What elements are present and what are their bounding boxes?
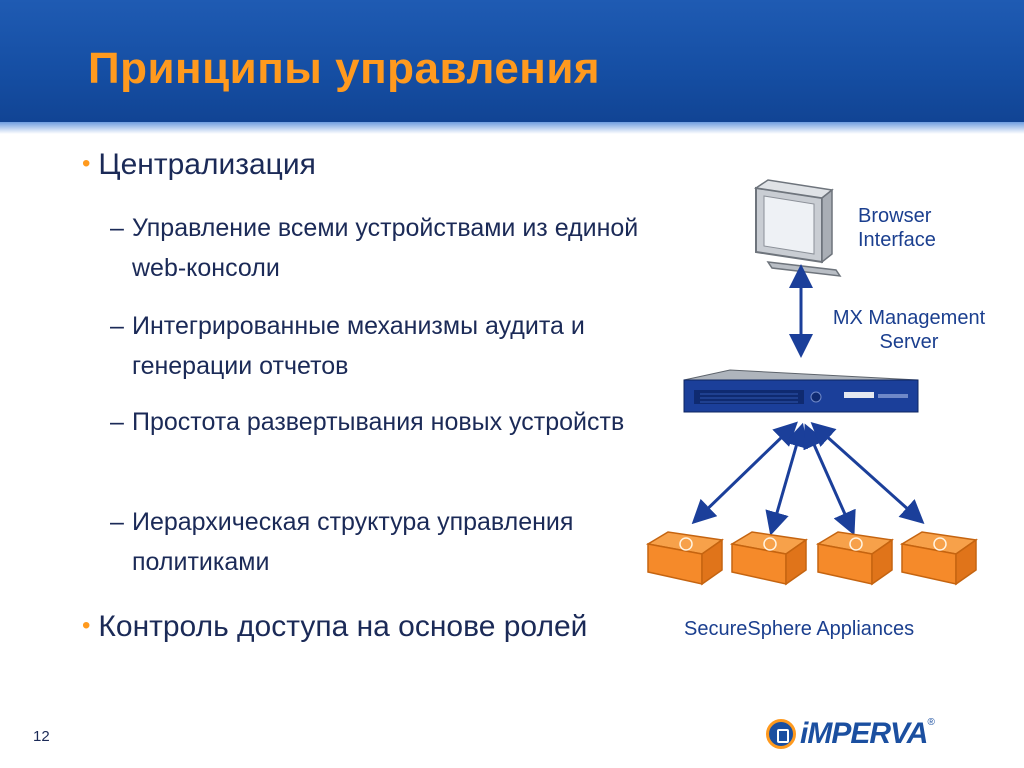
imperva-logo: iMPERVA ® bbox=[766, 716, 935, 752]
bullet-text: Централизация bbox=[98, 148, 316, 181]
bullet-dot-icon: • bbox=[82, 150, 91, 177]
title-bar-stripe bbox=[0, 122, 1024, 134]
sub-bullet-3: –Простота развертывания новых устройств bbox=[110, 402, 632, 442]
bullet-text: Контроль доступа на основе ролей bbox=[98, 610, 588, 643]
browser-interface-label: Browser Interface bbox=[858, 204, 936, 252]
label-line: MX Management bbox=[832, 307, 986, 329]
dash-icon: – bbox=[110, 508, 124, 536]
appliance-icon bbox=[729, 531, 808, 586]
appliance-icon bbox=[815, 531, 894, 586]
sub-bullet-text: Простота развертывания новых устройств bbox=[132, 408, 625, 436]
connection-arrow bbox=[691, 421, 798, 525]
label-line: Interface bbox=[858, 229, 936, 251]
connection-arrow bbox=[765, 422, 808, 536]
mx-server-label: MX Management Server bbox=[818, 306, 1000, 354]
bullet-centralization: • Централизация bbox=[82, 148, 316, 182]
connection-arrow bbox=[810, 421, 925, 525]
dash-icon: – bbox=[110, 408, 124, 436]
sub-bullet-1: –Управление всеми устройствами из единой… bbox=[110, 208, 652, 288]
logo-text: iMPERVA bbox=[800, 717, 928, 750]
bullet-dot-icon: • bbox=[82, 612, 91, 639]
label-line: Browser bbox=[858, 205, 932, 227]
bullet-role-access: • Контроль доступа на основе ролей bbox=[82, 610, 587, 644]
slide-title: Принципы управления bbox=[88, 44, 601, 93]
monitor-icon bbox=[753, 179, 842, 277]
appliance-icon bbox=[645, 531, 724, 586]
appliances-label: SecureSphere Appliances bbox=[684, 618, 915, 640]
label-line: Server bbox=[879, 331, 939, 353]
sub-bullet-4: –Иерархическая структура управления поли… bbox=[110, 502, 677, 582]
page-number: 12 bbox=[33, 728, 50, 745]
server-icon bbox=[683, 369, 919, 413]
title-bar bbox=[0, 0, 1024, 122]
sub-bullet-text: Управление всеми устройствами из единой … bbox=[132, 214, 639, 282]
logo-registered-mark: ® bbox=[927, 716, 935, 728]
appliance-icon bbox=[899, 531, 978, 586]
imperva-logo-icon bbox=[766, 719, 796, 749]
dash-icon: – bbox=[110, 214, 124, 242]
sub-bullet-text: Иерархическая структура управления полит… bbox=[132, 508, 574, 576]
dash-icon: – bbox=[110, 312, 124, 340]
sub-bullet-2: –Интегрированные механизмы аудита и гене… bbox=[110, 306, 672, 386]
sub-bullet-text: Интегрированные механизмы аудита и генер… bbox=[132, 312, 585, 380]
